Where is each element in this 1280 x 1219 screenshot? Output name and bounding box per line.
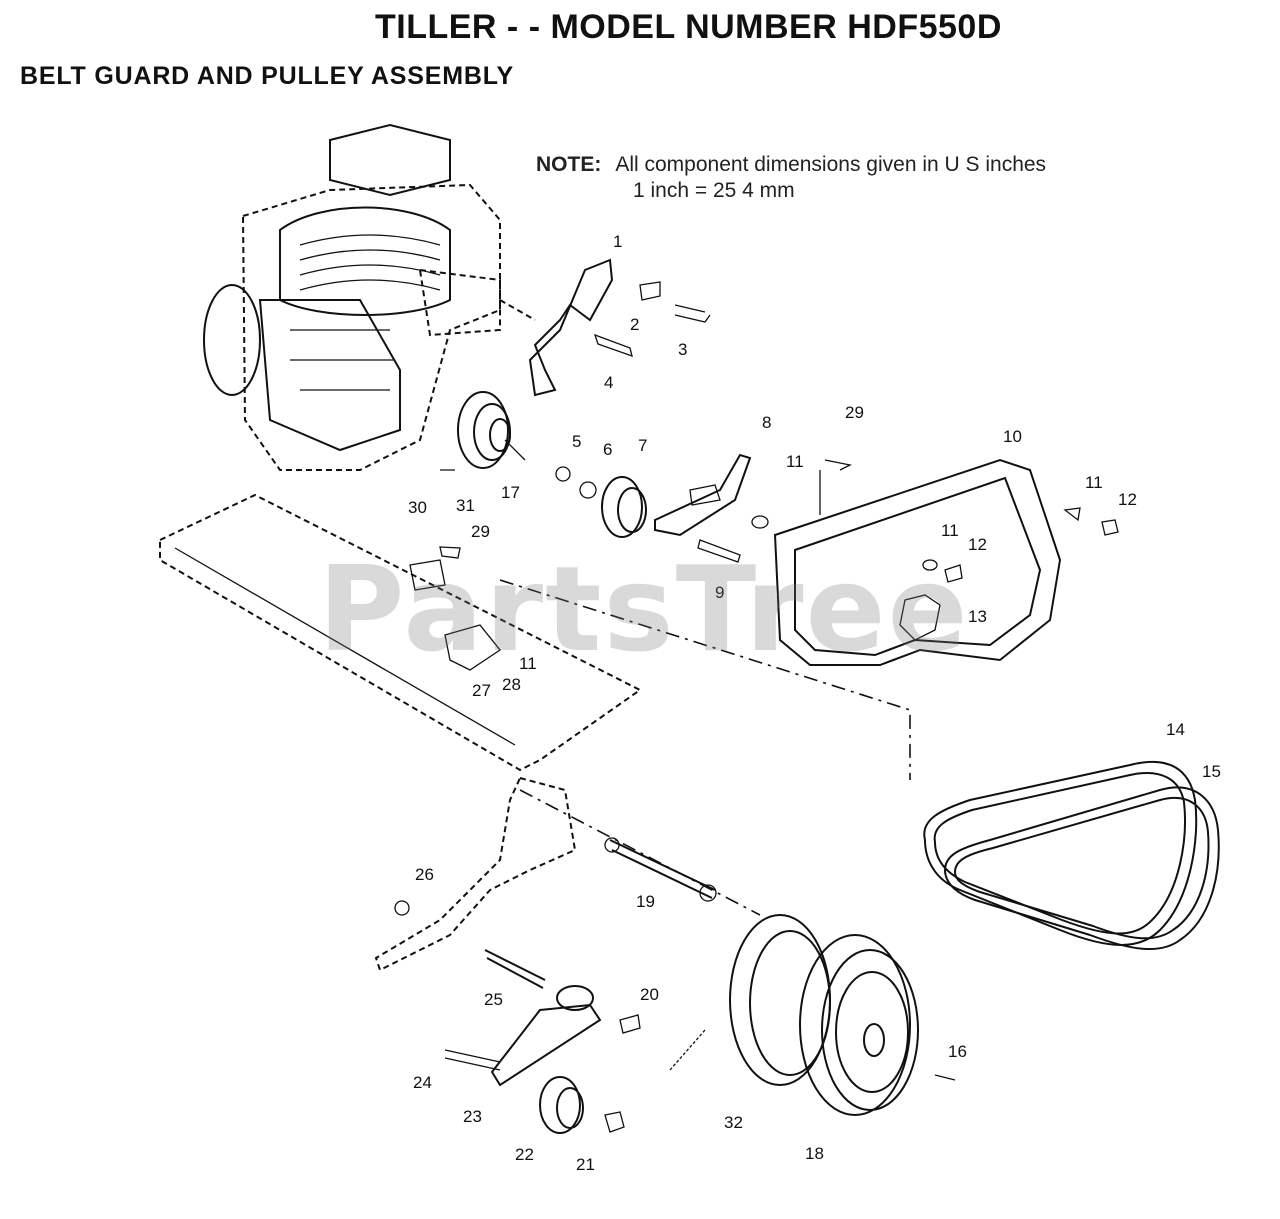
part-label: 2 [630,315,639,334]
part-label: 5 [572,432,581,451]
part-label: 26 [415,865,434,884]
large-drive-pulleys [729,914,956,1116]
part-label: 24 [413,1073,432,1092]
part-label: 14 [1166,720,1185,739]
note-line-2: 1 inch = 25 4 mm [633,179,795,202]
small-idler-pulley-22 [539,1076,625,1134]
part-label: 19 [636,892,655,911]
bracket-part-1 [528,258,711,397]
part-label: 9 [715,583,724,602]
part-label: 15 [1202,762,1221,781]
part-label: 22 [515,1145,534,1164]
page-title: TILLER - - MODEL NUMBER HDF550D [375,8,1002,46]
assembly-subtitle: BELT GUARD AND PULLEY ASSEMBLY [20,62,514,90]
part-label: 31 [456,496,475,515]
lower-bracket [374,776,577,972]
part-label: 20 [640,985,659,1004]
part-label: 32 [724,1113,743,1132]
part-label: 11 [519,654,537,673]
part-label: 17 [501,483,520,502]
part-label: 30 [408,498,427,517]
part-label: 12 [968,535,987,554]
note-label: NOTE: [536,153,602,176]
part-label: 1 [613,232,622,251]
part-label: 18 [805,1144,824,1163]
idler-pulley-7 [555,453,752,563]
drive-belts [923,760,1220,951]
idler-arm-assembly [444,949,706,1087]
part-label: 12 [1118,490,1137,509]
part-label: 10 [1003,427,1022,446]
hardware-fasteners [899,507,1119,641]
frame-shield [159,493,911,780]
part-label: 8 [762,413,771,432]
part-label: 13 [968,607,987,626]
part-label: 23 [463,1107,482,1126]
dimension-note: NOTE: All component dimensions given in U… [536,152,1046,204]
engine-drawing [203,123,536,471]
belt-guard-10 [751,458,1062,666]
part-label: 28 [502,675,521,694]
part-label: 11 [786,452,804,471]
part-label: 29 [845,403,864,422]
part-label: 29 [471,522,490,541]
part-label: 7 [638,436,647,455]
part-label: 27 [472,681,491,700]
part-number-labels: 1 2 3 4 5 6 7 8 29 10 11 12 11 12 11 9 1… [408,232,1221,1174]
part-label: 4 [604,373,613,392]
part-label: 25 [484,990,503,1009]
part-label: 11 [941,521,959,540]
note-line-1: All component dimensions given in U S in… [615,153,1047,176]
part-label: 16 [948,1042,967,1061]
part-label: 11 [1085,473,1103,492]
axle-shaft-19 [519,789,761,916]
part-label: 3 [678,340,687,359]
part-label: 6 [603,440,612,459]
part-label: 21 [576,1155,595,1174]
engine-pulley-31 [440,391,526,471]
